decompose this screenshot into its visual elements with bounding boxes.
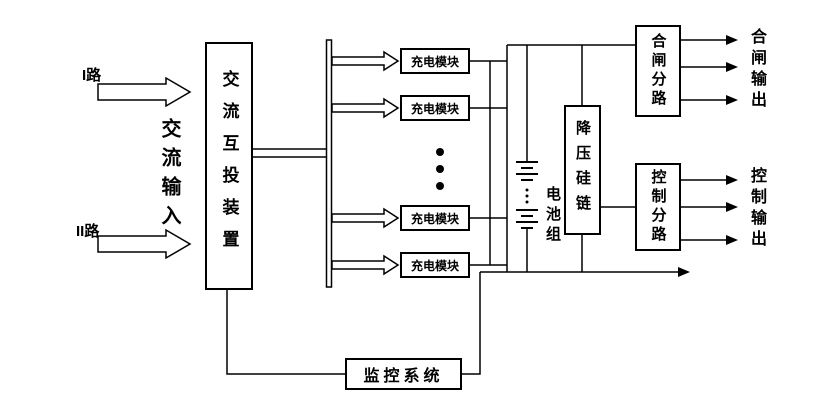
charge-module-1: 充电模块 xyxy=(400,48,470,74)
control-output-label: 控制输出 xyxy=(748,167,765,251)
control-branch-box: 控制分路 xyxy=(635,163,681,251)
charge-module-4: 充电模块 xyxy=(400,252,470,278)
bus-to-module-arrows xyxy=(331,50,400,276)
charge-module-2: 充电模块 xyxy=(400,95,470,121)
dc-bus-output-arrowhead xyxy=(678,267,690,277)
charge-module-3: 充电模块 xyxy=(400,205,470,231)
transfer-to-bus-lines xyxy=(253,148,327,158)
battery-label: 电池组 xyxy=(544,186,561,246)
monitor-lines xyxy=(226,272,481,375)
closing-branch-label: 合闸分路 xyxy=(649,33,667,109)
buck-silicon-chain-label: 降压硅链 xyxy=(574,120,591,220)
control-branch-label: 控制分路 xyxy=(649,169,667,245)
battery-ellipsis xyxy=(525,188,529,204)
ac-input-arrow-1 xyxy=(97,76,192,108)
input-line1-label: I路 xyxy=(82,67,102,84)
ac-input-label: 交流输入 xyxy=(158,118,180,234)
ac-transfer-label: 交流互投装置 xyxy=(219,70,239,262)
closing-branch-box: 合闸分路 xyxy=(635,25,681,117)
closing-output-label: 合闸输出 xyxy=(748,28,765,112)
input-line2-label: II路 xyxy=(76,223,100,240)
closing-output-arrows xyxy=(681,35,738,105)
more-modules-ellipsis xyxy=(436,148,444,190)
ac-input-arrow-2 xyxy=(97,228,192,260)
monitor-system-box: 监控系统 xyxy=(345,358,462,390)
battery-symbol xyxy=(516,161,538,229)
ac-bus-bar xyxy=(325,39,333,288)
dc-bus-lines xyxy=(470,44,678,273)
ac-transfer-box: 交流互投装置 xyxy=(205,42,253,290)
buck-silicon-chain-box: 降压硅链 xyxy=(564,105,601,235)
control-output-arrows xyxy=(681,175,738,245)
